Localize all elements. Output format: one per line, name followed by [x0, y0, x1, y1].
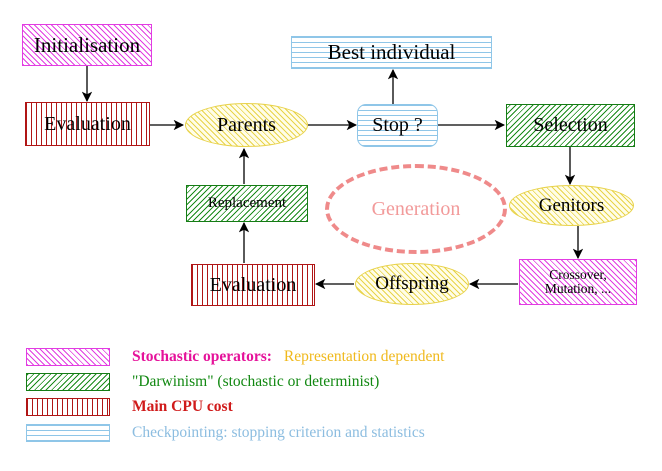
legend-swatch-blue-horizontal [26, 424, 110, 442]
node-genitors[interactable]: Genitors [509, 185, 634, 226]
node-best-individual[interactable]: Best individual [291, 36, 492, 69]
legend-label-main-cpu-cost: Main CPU cost [132, 398, 233, 415]
legend-swatch-green-hatch [26, 373, 110, 391]
node-evaluation-top[interactable]: Evaluation [25, 102, 150, 146]
node-replacement[interactable]: Replacement [186, 185, 308, 222]
node-initialisation-label: Initialisation [33, 32, 141, 57]
node-best-individual-label: Best individual [327, 40, 456, 65]
node-generation-label: Generation [371, 197, 461, 220]
node-generation: Generation [325, 164, 507, 254]
node-offspring-label: Offspring [375, 273, 449, 295]
legend-swatch-magenta-hatch [26, 348, 110, 366]
legend-row-checkpointing: Checkpointing: stopping criterion and st… [26, 424, 425, 442]
node-crossover-mutation[interactable]: Crossover, Mutation, ... [519, 259, 637, 305]
node-selection[interactable]: Selection [506, 104, 635, 147]
node-stop-label: Stop ? [372, 114, 423, 136]
node-genitors-label: Genitors [538, 194, 605, 216]
node-offspring[interactable]: Offspring [355, 263, 469, 305]
legend-label-representation-dependent: Representation dependent [283, 348, 445, 365]
node-evaluation-bottom[interactable]: Evaluation [191, 264, 315, 306]
legend-row-darwinism: "Darwinism" (stochastic or determinist) [26, 373, 379, 391]
legend-label-stochastic-operators: Stochastic operators: [132, 348, 272, 365]
legend-label-checkpointing: Checkpointing: stopping criterion and st… [132, 424, 425, 441]
node-crossover-label-line2: Mutation, ... [544, 281, 612, 296]
legend-label-darwinism: "Darwinism" (stochastic or determinist) [132, 373, 380, 390]
node-replacement-label: Replacement [207, 194, 287, 211]
node-stop[interactable]: Stop ? [357, 104, 438, 147]
node-parents[interactable]: Parents [185, 103, 308, 147]
node-evaluation-bottom-label: Evaluation [209, 273, 297, 296]
legend-swatch-red-vertical [26, 398, 110, 416]
legend-row-main-cpu-cost: Main CPU cost [26, 398, 233, 416]
node-crossover-label-line1: Crossover, [549, 266, 607, 282]
node-selection-label: Selection [533, 114, 608, 136]
legend-row-stochastic-operators: Stochastic operators: Representation dep… [26, 348, 444, 366]
node-initialisation[interactable]: Initialisation [22, 24, 152, 66]
node-evaluation-top-label: Evaluation [44, 112, 131, 135]
node-parents-label: Parents [217, 113, 276, 136]
